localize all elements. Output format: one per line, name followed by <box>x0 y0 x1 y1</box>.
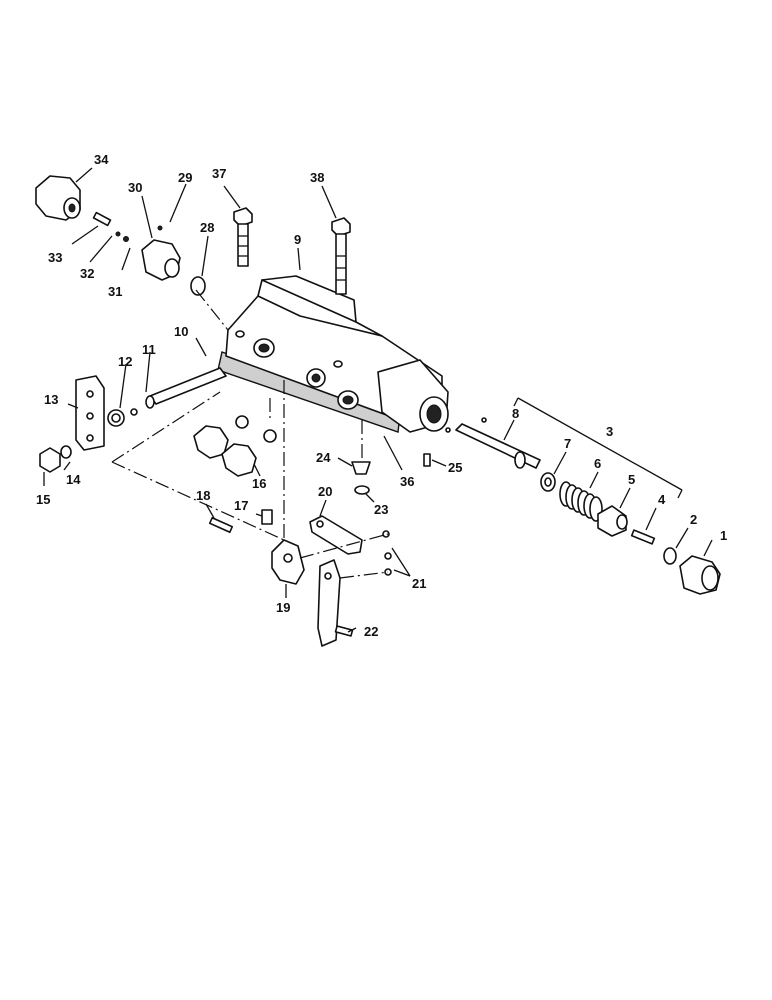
callout-2: 2 <box>690 512 697 527</box>
plug-4 <box>630 529 656 545</box>
callout-17: 17 <box>234 498 248 513</box>
callout-6: 6 <box>594 456 601 471</box>
callout-4: 4 <box>658 492 666 507</box>
pin-18 <box>208 516 234 534</box>
callout-23: 23 <box>374 502 388 517</box>
bracket-13 <box>75 375 105 451</box>
callout-21: 21 <box>412 576 426 591</box>
callout-36: 36 <box>400 474 414 489</box>
callout-1: 1 <box>720 528 727 543</box>
plug-16b <box>221 429 277 477</box>
bolt-38 <box>331 217 351 295</box>
callout-20: 20 <box>318 484 332 499</box>
cup-5 <box>597 505 628 537</box>
callout-33: 33 <box>48 250 62 265</box>
callout-31: 31 <box>108 284 122 299</box>
callout-14: 14 <box>66 472 81 487</box>
callout-13: 13 <box>44 392 58 407</box>
callout-32: 32 <box>80 266 94 281</box>
callout-29: 29 <box>178 170 192 185</box>
oring-28 <box>190 276 206 296</box>
callout-9: 9 <box>294 232 301 247</box>
callout-38: 38 <box>310 170 324 185</box>
washer-23 <box>354 485 370 495</box>
callout-11: 11 <box>142 342 156 357</box>
callout-8: 8 <box>512 406 519 421</box>
callout-22: 22 <box>364 624 378 639</box>
callout-10: 10 <box>174 324 188 339</box>
callout-28: 28 <box>200 220 214 235</box>
callout-12: 12 <box>118 354 132 369</box>
callout-25: 25 <box>448 460 462 475</box>
callout-18: 18 <box>196 488 210 503</box>
callout-30: 30 <box>128 180 142 195</box>
callout-7: 7 <box>564 436 571 451</box>
spring-6 <box>559 481 603 522</box>
set-screw-17 <box>261 509 273 525</box>
pin-25 <box>423 453 431 467</box>
leader-lines <box>43 167 713 633</box>
callout-5: 5 <box>628 472 635 487</box>
callout-19: 19 <box>276 600 290 615</box>
plug-16a <box>193 415 249 459</box>
callout-37: 37 <box>212 166 226 181</box>
fitting-30 <box>141 225 181 281</box>
callout-3: 3 <box>606 424 613 439</box>
nut-15-washer-14 <box>39 445 72 473</box>
valve-24 <box>351 461 371 475</box>
pins-21 <box>382 530 392 576</box>
callout-labels: 1 2 3 4 5 6 7 8 9 10 11 12 13 14 15 16 1… <box>36 152 727 639</box>
arm-22 <box>317 559 354 647</box>
callout-34: 34 <box>94 152 109 167</box>
washer-7 <box>540 472 556 492</box>
washer-12 <box>107 408 138 427</box>
fitting-34 <box>35 175 81 221</box>
rod-10 <box>145 367 227 409</box>
callout-15: 15 <box>36 492 50 507</box>
callout-16: 16 <box>252 476 266 491</box>
valve-body <box>217 275 449 433</box>
callout-24: 24 <box>316 450 331 465</box>
spool-8 <box>445 417 541 469</box>
oring-2 <box>663 547 677 565</box>
cap-1 <box>679 555 721 595</box>
small-pin-33-32 <box>92 211 129 242</box>
lever-19 <box>271 539 305 585</box>
bolt-37 <box>233 207 253 267</box>
